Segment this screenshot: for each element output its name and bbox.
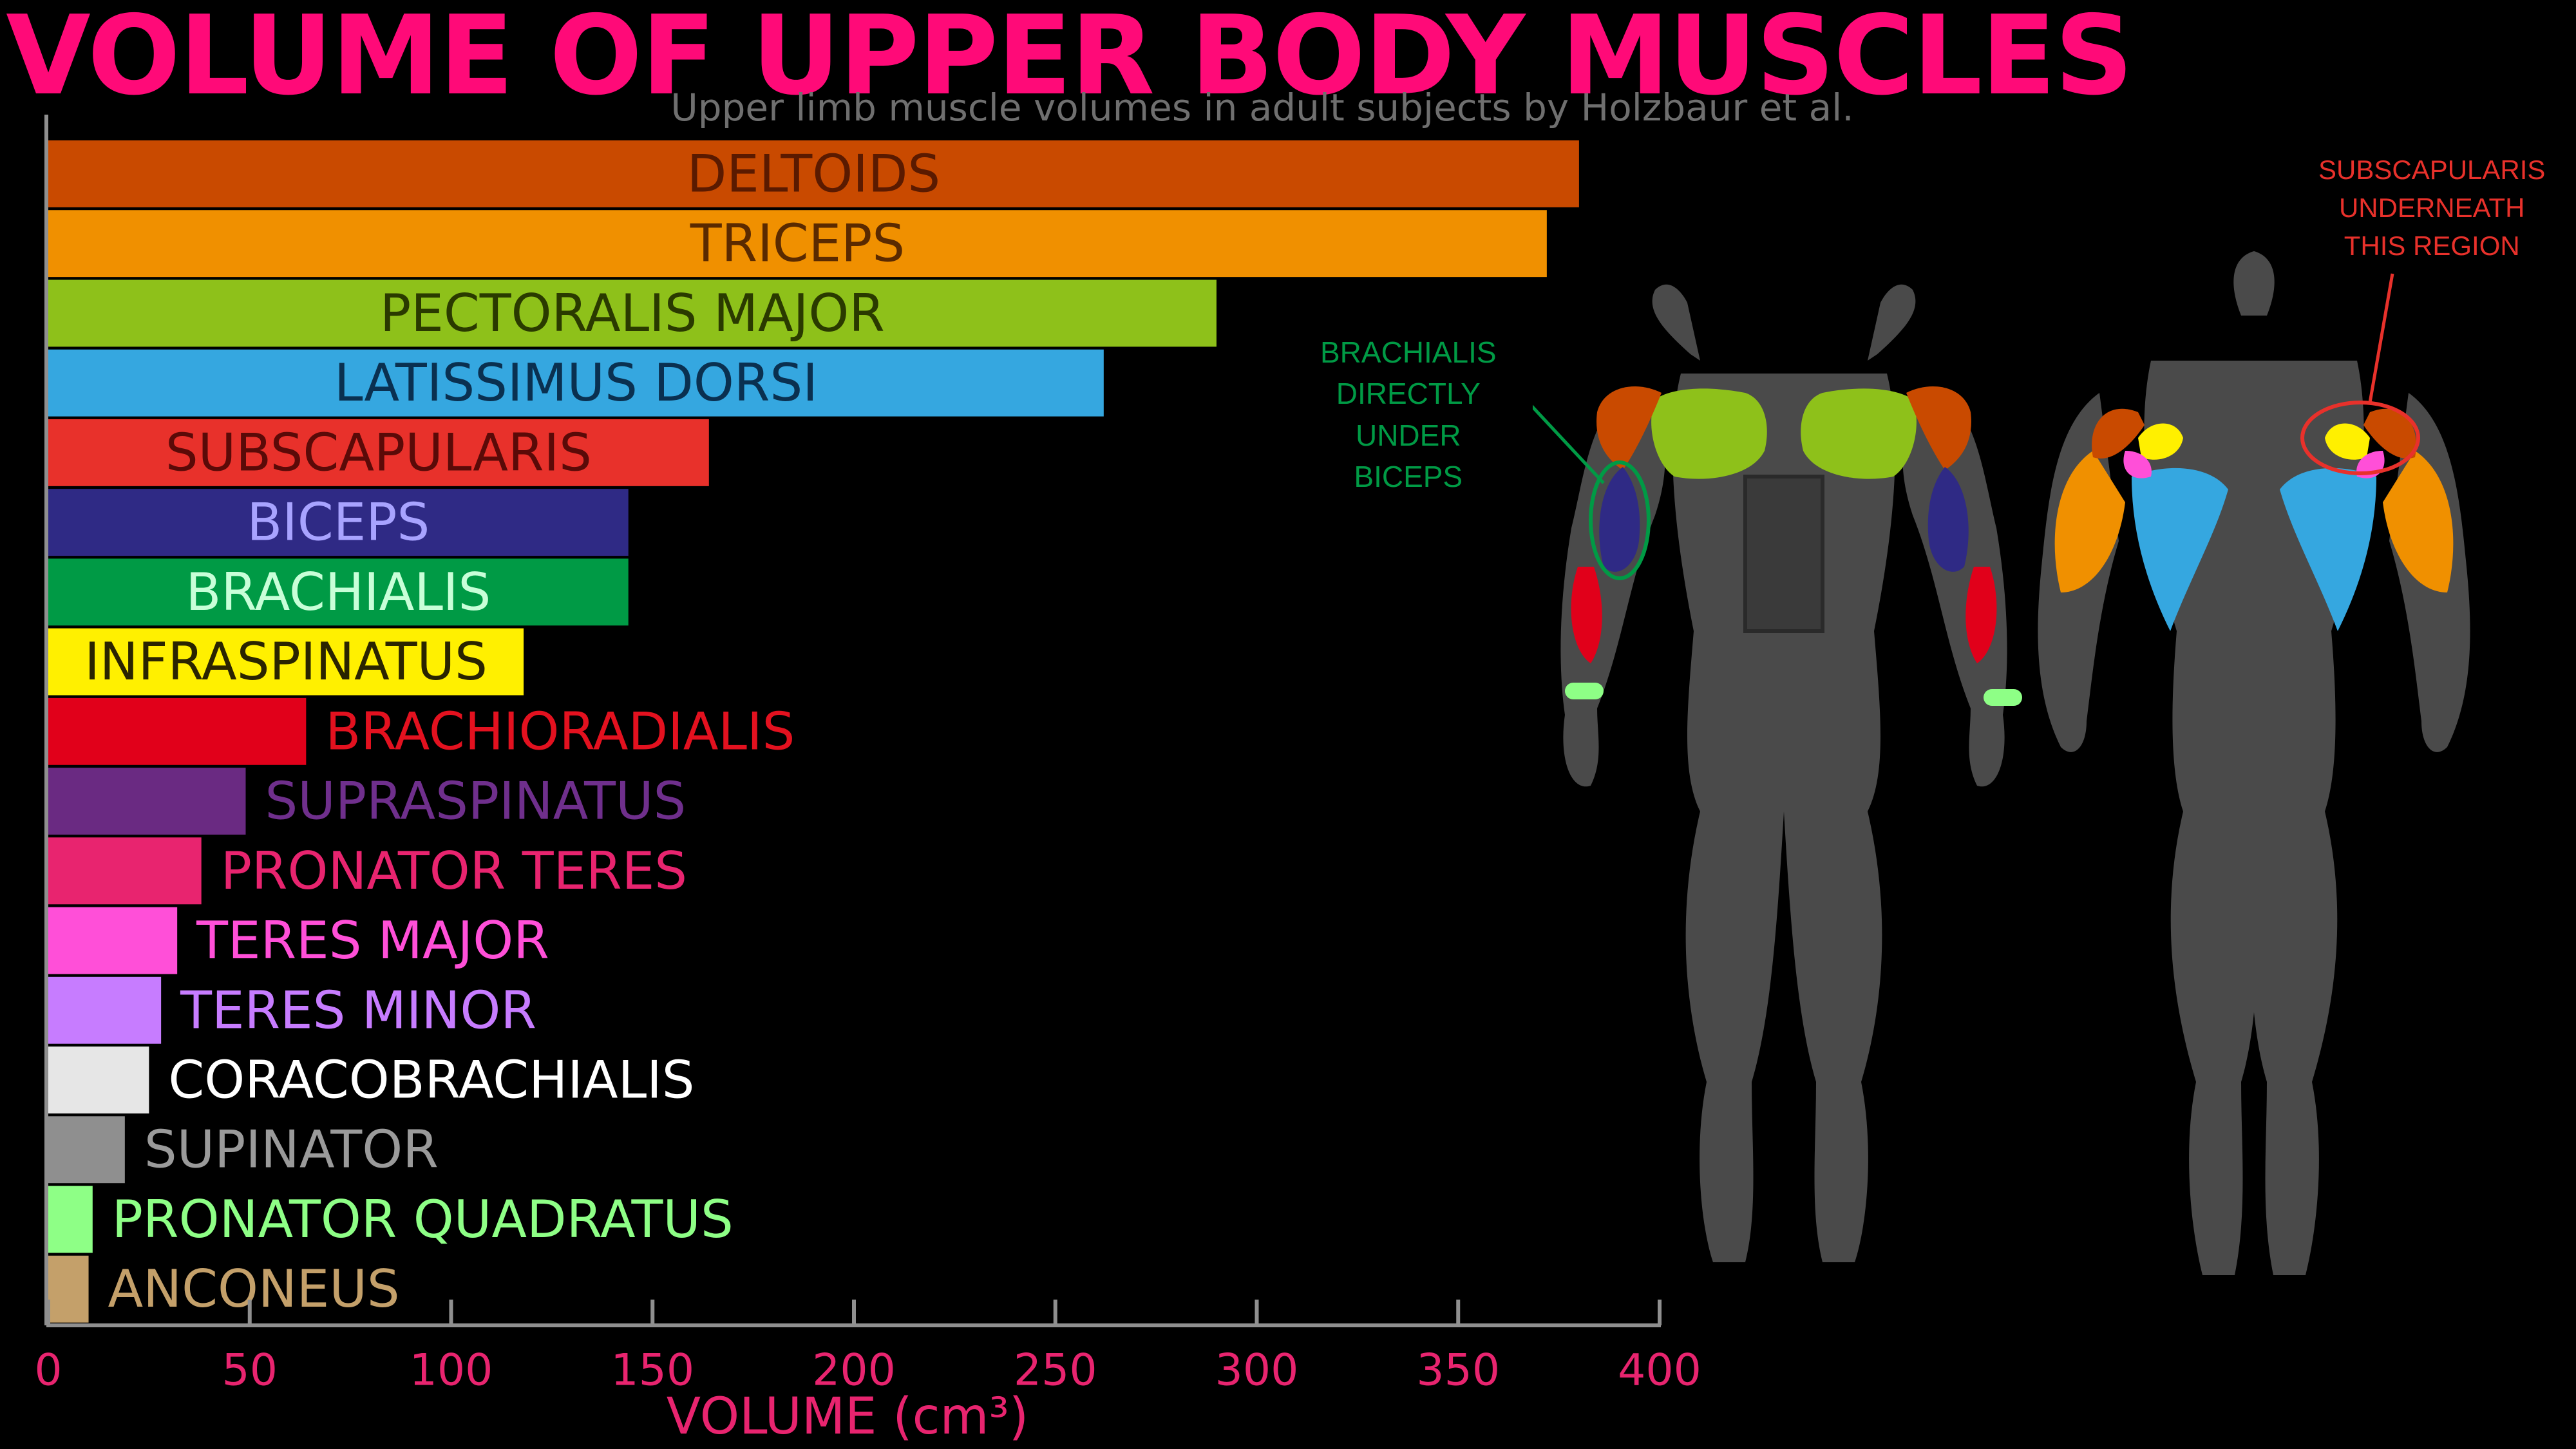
bar-label-brachioradialis: BRACHIORADIALIS <box>325 701 795 761</box>
bar-pronator-quadratus <box>48 1186 93 1253</box>
deltoid-back-right-fill <box>2363 408 2416 459</box>
x-tick-label-250: 250 <box>1014 1345 1097 1396</box>
back-left-leg <box>2170 811 2258 1275</box>
bar-label-supraspinatus: SUPRASPINATUS <box>265 772 686 831</box>
triceps-left-fill <box>2054 451 2125 592</box>
bar-label-teres-minor: TERES MINOR <box>180 980 536 1040</box>
brachialis-annotation-line-2: DIRECTLY <box>1336 377 1481 411</box>
bar-label-pronator-teres: PRONATOR TERES <box>221 841 687 901</box>
x-tick-label-0: 0 <box>34 1345 62 1396</box>
front-right-leg <box>1784 811 1882 1262</box>
front-right-arm <box>1902 386 2007 787</box>
bar-label-supinator: SUPINATOR <box>144 1120 439 1180</box>
pectoralis-left-fill <box>1651 388 1767 479</box>
brachialis-annotation-line-1: BRACHIALIS <box>1320 336 1497 369</box>
chart-subtitle: Upper limb muscle volumes in adult subje… <box>0 86 2576 129</box>
subscapularis-callout-circle <box>2300 401 2420 475</box>
biceps-right-fill <box>1927 467 1969 572</box>
bar-label-anconeus: ANCONEUS <box>108 1259 400 1319</box>
x-tick-label-150: 150 <box>611 1345 694 1396</box>
bar-pronator-teres <box>48 837 202 905</box>
bar-subscapularis <box>48 419 709 486</box>
brachialis-annotation: BRACHIALIS DIRECTLY UNDER BICEPS <box>1320 332 1497 498</box>
bar-supraspinatus <box>48 768 246 835</box>
brachioradialis-right-fill <box>1965 567 1997 663</box>
front-left-leg <box>1685 811 1784 1262</box>
bar-pectoralis-major <box>48 279 1217 347</box>
x-tick-label-100: 100 <box>410 1345 493 1396</box>
latissimus-left-fill <box>2132 468 2228 631</box>
bar-label-infraspinatus: INFRASPINATUS <box>84 632 488 692</box>
bar-brachioradialis <box>48 697 307 765</box>
bar-teres-major <box>48 907 178 974</box>
brachioradialis-left-fill <box>1571 567 1602 663</box>
bar-label-biceps: BICEPS <box>247 493 430 553</box>
front-body-figure <box>1533 284 2022 1262</box>
bar-triceps <box>48 210 1547 278</box>
front-abs <box>1743 475 1824 633</box>
x-tick-label-400: 400 <box>1618 1345 1701 1396</box>
deltoid-back-left-fill <box>2092 408 2145 459</box>
subscapularis-annotation-line-3: THIS REGION <box>2344 230 2520 261</box>
back-body-figure <box>2038 251 2470 1275</box>
front-head <box>1652 284 1700 361</box>
x-axis-label: VOLUME (cm³) <box>667 1388 1028 1446</box>
x-tick-label-50: 50 <box>222 1345 278 1396</box>
infraspinatus-right-fill <box>2325 423 2370 460</box>
bar-anconeus <box>48 1255 89 1323</box>
chart-title: VOLUME OF UPPER BODY MUSCLES <box>6 0 2134 120</box>
deltoid-left-fill <box>1596 386 1662 470</box>
latissimus-right-fill <box>2280 468 2376 631</box>
front-head-right <box>1868 284 1916 361</box>
subscapularis-annotation-line-1: SUBSCAPULARIS <box>2318 155 2546 185</box>
biceps-left-fill <box>1599 467 1640 572</box>
bar-label-teres-major: TERES MAJOR <box>196 911 549 971</box>
pectoralis-right-fill <box>1801 388 1917 479</box>
subscapularis-callout-line <box>2368 273 2394 403</box>
bar-latissimus-dorsi <box>48 349 1104 417</box>
bar-label-deltoids: DELTOIDS <box>687 144 941 204</box>
brachialis-annotation-line-3: UNDER <box>1355 418 1461 452</box>
brachialis-callout-line <box>1533 404 1605 484</box>
subscapularis-annotation: SUBSCAPULARIS UNDERNEATH THIS REGION <box>2318 151 2545 265</box>
x-tick-label-300: 300 <box>1215 1345 1299 1396</box>
bar-teres-minor <box>48 976 162 1044</box>
subscapularis-annotation-line-2: UNDERNEATH <box>2338 192 2525 223</box>
back-right-leg <box>2250 811 2338 1275</box>
triceps-right-fill <box>2383 451 2454 592</box>
bar-label-pronator-quadratus: PRONATOR QUADRATUS <box>112 1189 734 1249</box>
pronator-quadratus-right-fill <box>1984 689 2022 706</box>
bar-label-triceps: TRICEPS <box>690 214 905 274</box>
infraspinatus-left-fill <box>2138 423 2183 460</box>
bar-label-pectoralis-major: PECTORALIS MAJOR <box>380 283 885 343</box>
deltoid-right-fill <box>1906 386 1971 470</box>
x-tick-label-200: 200 <box>812 1345 896 1396</box>
x-tick-label-350: 350 <box>1416 1345 1500 1396</box>
bar-label-subscapularis: SUBSCAPULARIS <box>166 422 592 482</box>
subtitle-text: Upper limb muscle volumes in adult subje… <box>670 86 1854 129</box>
brachialis-annotation-line-4: BICEPS <box>1354 460 1463 494</box>
pronator-quadratus-left-fill <box>1565 683 1604 699</box>
bar-deltoids <box>48 140 1579 207</box>
teres-major-left-fill <box>2123 451 2152 478</box>
muscle-figure-illustration <box>1533 251 2470 1275</box>
bar-infraspinatus <box>48 628 524 696</box>
bar-coracobrachialis <box>48 1046 149 1113</box>
bar-brachialis <box>48 558 629 626</box>
brachialis-callout-circle <box>1589 460 1651 580</box>
bar-label-latissimus-dorsi: LATISSIMUS DORSI <box>334 353 818 413</box>
bar-label-brachialis: BRACHIALIS <box>185 562 491 622</box>
bar-label-coracobrachialis: CORACOBRACHIALIS <box>168 1050 694 1110</box>
bar-supinator <box>48 1116 125 1184</box>
back-head <box>2233 251 2275 316</box>
bar-biceps <box>48 489 629 556</box>
